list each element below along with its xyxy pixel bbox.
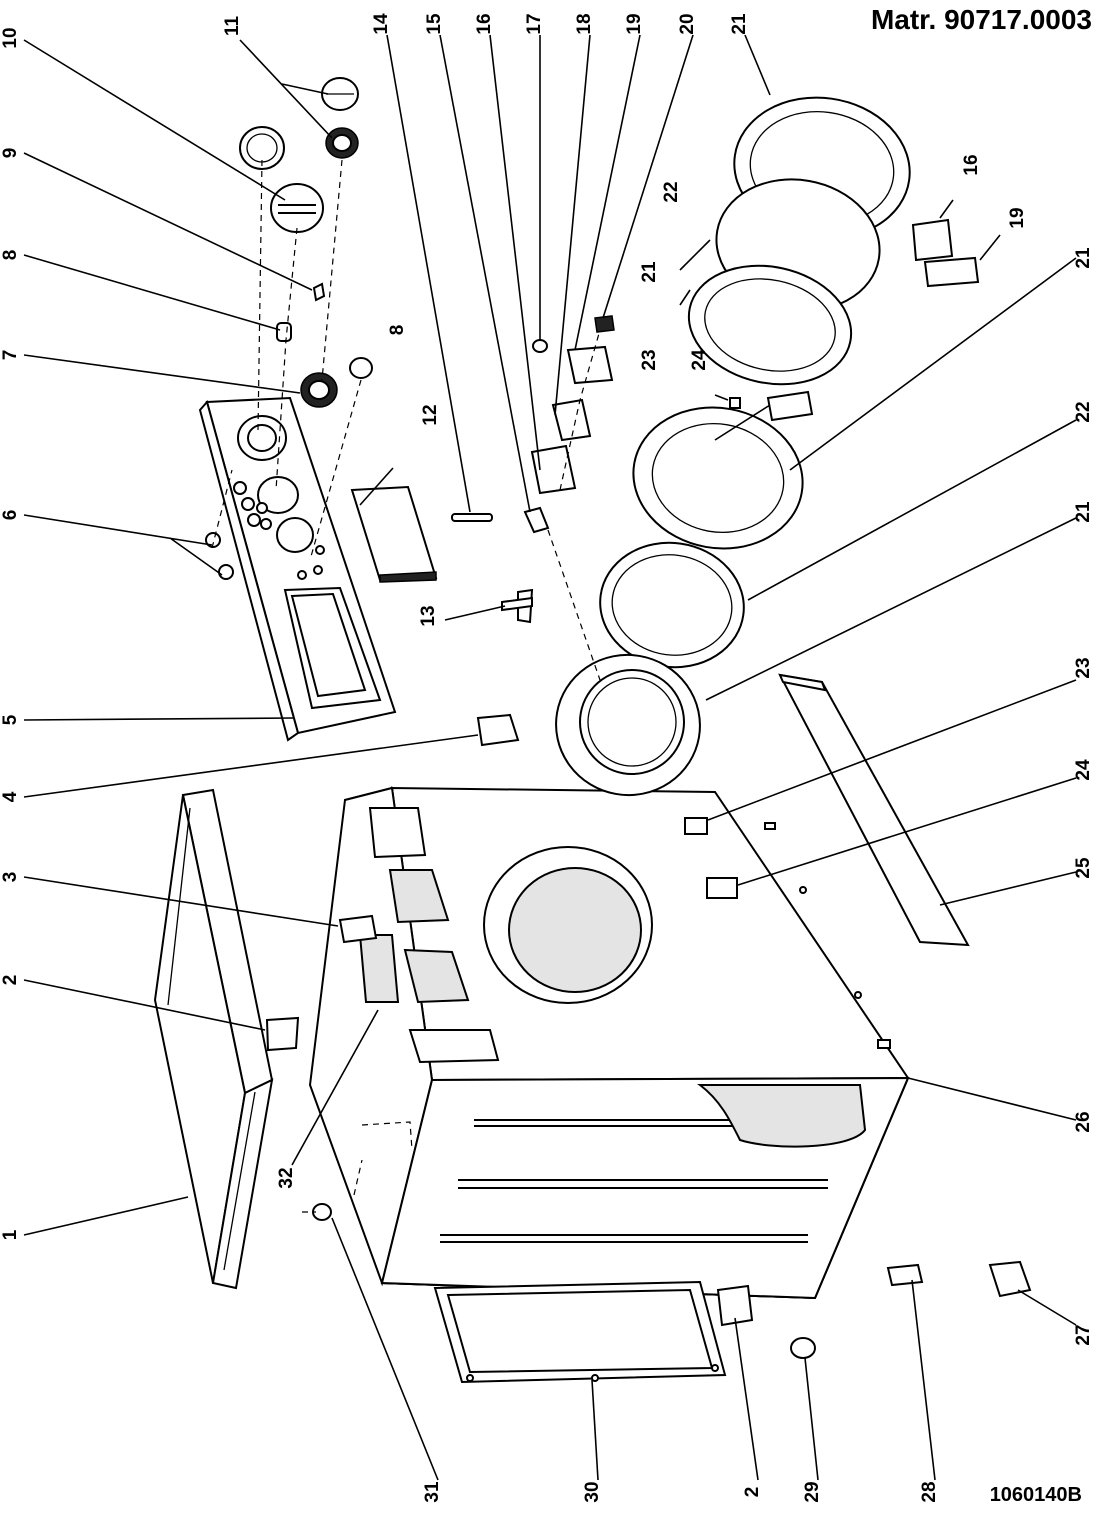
callout-21a: 21 [729,13,750,35]
callout-labels: 1 2 3 4 5 6 7 8 9 10 11 8 12 13 14 15 16… [0,13,1094,1503]
part-30-base-frame [433,1280,727,1384]
small-parts [205,218,1032,1359]
callout-15: 15 [424,13,445,35]
callout-2: 2 [0,975,21,986]
callout-23a: 23 [639,349,660,370]
callout-19: 19 [624,13,645,34]
drawing-code: 1060140B [989,1484,1082,1506]
control-knobs [239,77,373,408]
callout-24a: 24 [689,349,710,371]
callout-28: 28 [919,1481,940,1502]
callout-16: 16 [474,13,495,34]
callout-1: 1 [0,1229,21,1240]
part-25-plinth [778,673,970,947]
callout-20: 20 [677,13,698,34]
callout-29: 29 [802,1481,823,1502]
callout-18: 18 [574,13,595,34]
callout-8: 8 [0,250,21,261]
diagram-title: Matr. 90717.0003 [870,4,1092,35]
callout-32: 32 [276,1167,297,1188]
callout-21c: 21 [1073,247,1094,269]
callout-24b: 24 [1073,759,1094,781]
callout-7: 7 [0,350,21,361]
assembly-dashed-lines [211,159,601,681]
callout-4: 4 [0,791,21,802]
door-assemblies [555,96,911,797]
callout-26: 26 [1073,1111,1094,1132]
callout-14: 14 [371,13,392,35]
callout-27: 27 [1073,1324,1094,1345]
callout-31: 31 [422,1481,443,1503]
callout-5: 5 [0,714,21,725]
callout-8b: 8 [387,325,408,336]
callout-13: 13 [418,605,439,626]
part-5-control-panel [198,396,397,742]
callout-3: 3 [0,872,21,883]
callout-25: 25 [1073,857,1094,879]
cabinet-body [308,786,910,1300]
callout-22a: 22 [661,181,682,202]
callout-23b: 23 [1073,657,1094,678]
callout-21b: 21 [639,261,660,283]
callout-30: 30 [582,1481,603,1502]
callout-10: 10 [0,27,21,48]
callout-9: 9 [0,148,21,159]
leader-lines [23,34,1077,1481]
callout-2b: 2 [742,1487,763,1498]
callout-6: 6 [0,510,21,521]
callout-19b: 19 [1007,207,1028,228]
callout-11: 11 [222,16,243,37]
part-1-top-panel [153,788,274,1290]
callout-22b: 22 [1073,401,1094,422]
callout-21d: 21 [1073,501,1094,523]
callout-17: 17 [524,13,545,34]
callout-12: 12 [420,404,441,425]
callout-16b: 16 [961,154,982,175]
